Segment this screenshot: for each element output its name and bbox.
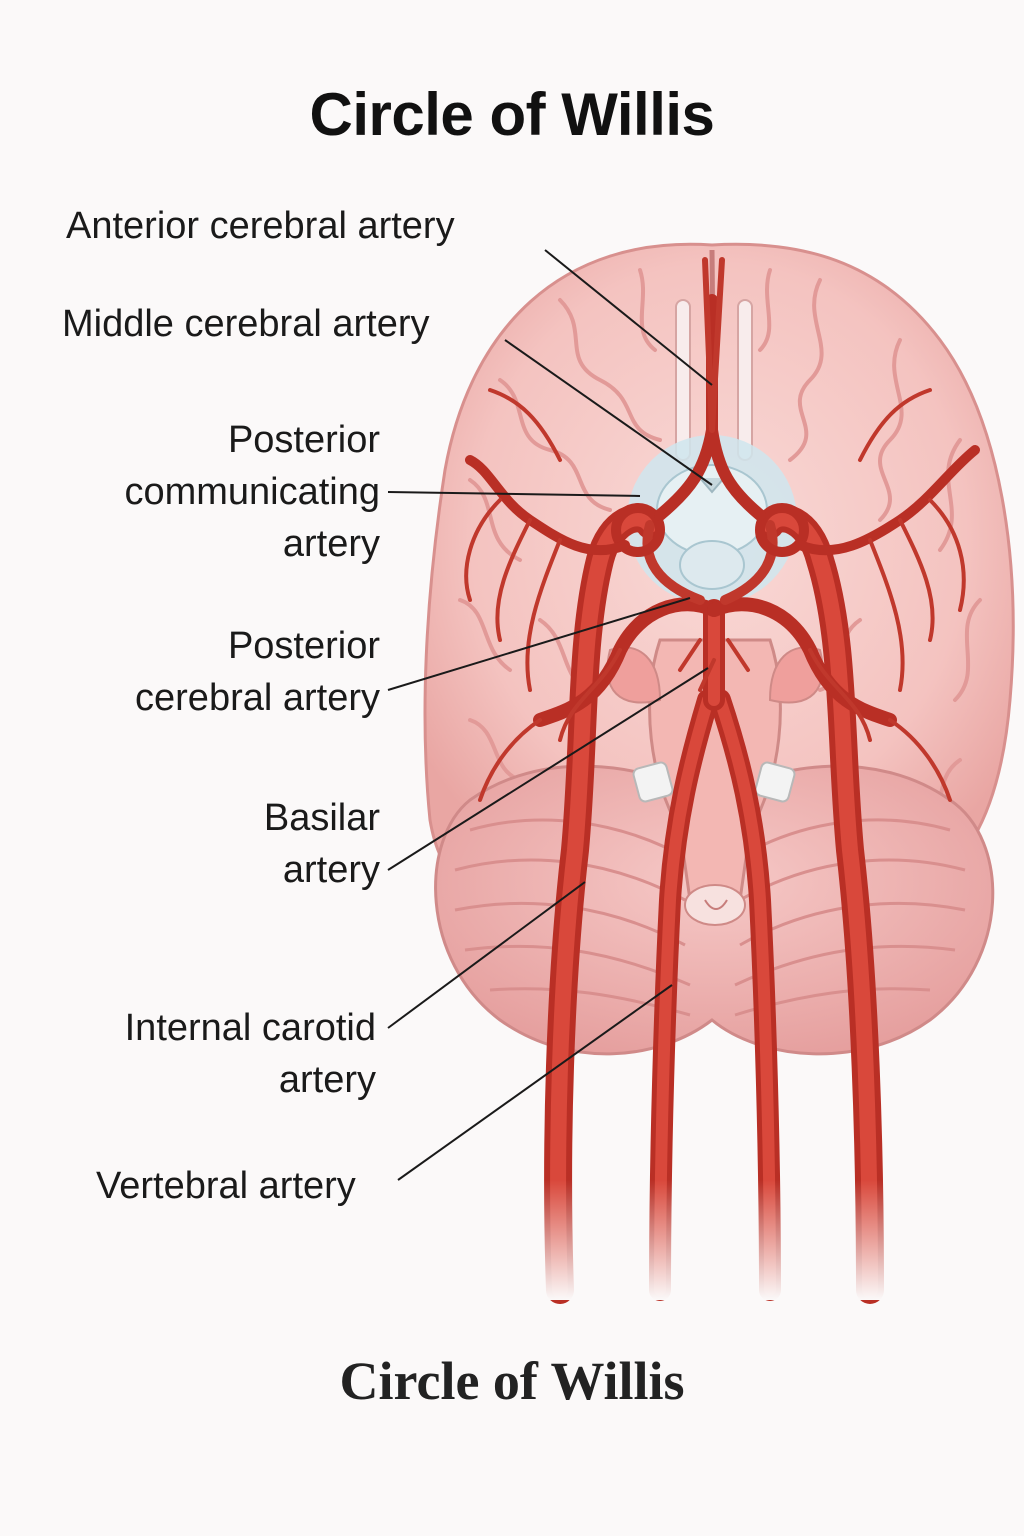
pcom-right <box>720 520 778 605</box>
leader-lines <box>387 249 713 1181</box>
label-line: Internal carotid <box>124 1007 376 1049</box>
pcom-left <box>642 520 705 605</box>
leader-mca <box>504 339 713 486</box>
diagram-title: Circle of Willis <box>309 81 715 148</box>
label-line: cerebral artery <box>135 677 380 719</box>
label-line: artery <box>282 523 380 565</box>
label-internal-carotid-artery: Internal carotid artery <box>40 1002 376 1106</box>
leader-pca <box>387 597 691 691</box>
label-middle-cerebral-artery: Middle cerebral artery <box>62 303 430 345</box>
leader-aca <box>544 249 713 386</box>
leader-vertebral <box>397 984 673 1181</box>
leader-pcom <box>387 491 641 497</box>
label-posterior-cerebral-artery: Posterior cerebral artery <box>60 620 380 724</box>
leader-basilar <box>387 667 709 871</box>
leader-ica <box>387 881 586 1029</box>
label-line: artery <box>278 1059 376 1101</box>
label-anterior-cerebral-artery: Anterior cerebral artery <box>66 205 455 247</box>
label-basilar-artery: Basilar artery <box>60 792 380 896</box>
label-line: artery <box>282 849 380 891</box>
label-line: Posterior <box>227 625 380 667</box>
label-line: Posterior <box>227 419 380 461</box>
label-line: Basilar <box>263 797 380 839</box>
label-vertebral-artery: Vertebral artery <box>96 1165 356 1207</box>
label-posterior-communicating-artery: Posterior communicating artery <box>60 414 380 570</box>
label-line: communicating <box>124 471 380 513</box>
caption: Circle of Willis <box>339 1351 685 1411</box>
